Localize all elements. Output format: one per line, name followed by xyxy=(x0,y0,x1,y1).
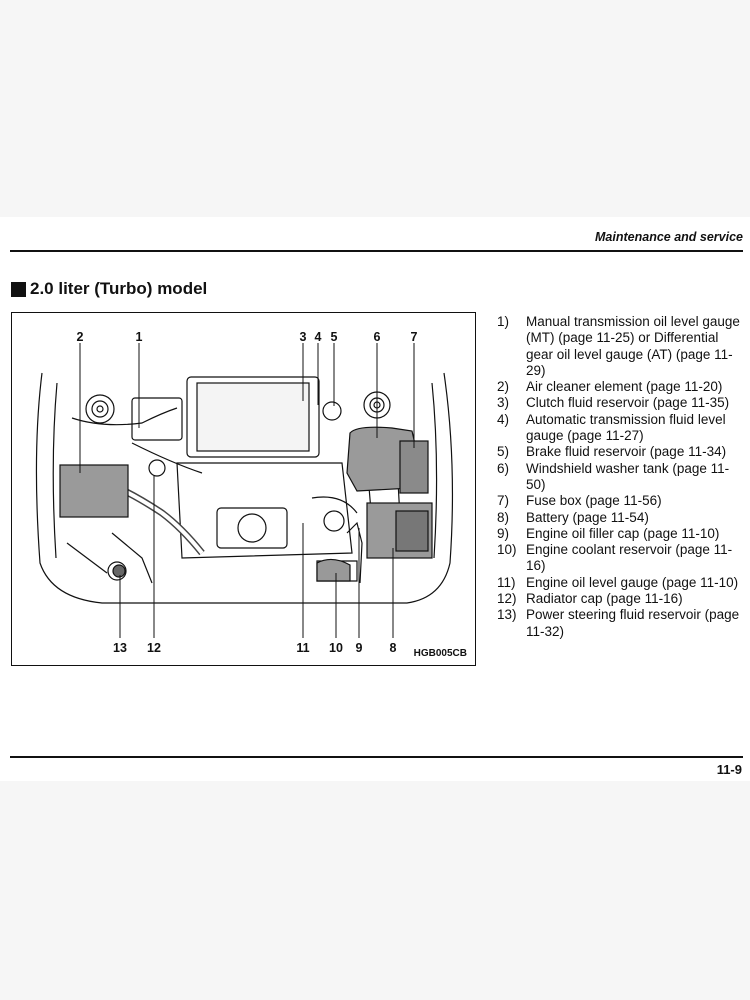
legend-item: 2) Air cleaner element (page 11-20) xyxy=(497,379,742,395)
callout-11: 11 xyxy=(296,641,310,655)
legend-number: 8) xyxy=(497,509,510,525)
parts-legend: 1) Manual transmission oil level gauge (M… xyxy=(497,314,742,640)
legend-text: Engine oil level gauge (page 11-10) xyxy=(526,574,739,590)
legend-text: Power steering fluid reservoir (page 11-… xyxy=(526,607,740,639)
callout-13: 13 xyxy=(113,641,127,655)
section-title-text: 2.0 liter (Turbo) model xyxy=(30,279,208,298)
footer-rule xyxy=(10,756,743,758)
callout-3: 3 xyxy=(299,330,307,344)
legend-item: 10) Engine coolant reservoir (page 11-16) xyxy=(497,542,742,575)
legend-number: 1) xyxy=(497,314,510,329)
callout-8: 8 xyxy=(389,641,397,655)
callout-5: 5 xyxy=(330,330,338,344)
legend-number: 3) xyxy=(497,395,510,411)
legend-number: 5) xyxy=(497,444,510,460)
legend-text: Engine oil filler cap (page 11-10) xyxy=(526,525,720,541)
legend-number: 13) xyxy=(497,607,517,623)
legend-item: 6) Windshield washer tank (page 11-50) xyxy=(497,461,742,494)
legend-text: Engine coolant reservoir (page 11-16) xyxy=(526,542,733,574)
figure-code: HGB005CB xyxy=(413,648,467,659)
legend-number: 2) xyxy=(497,379,510,395)
callout-2: 2 xyxy=(76,330,84,344)
callout-7: 7 xyxy=(410,330,418,344)
square-bullet-icon xyxy=(11,281,26,297)
legend-number: 10) xyxy=(497,542,517,558)
callout-1: 1 xyxy=(135,330,143,344)
legend-text: Clutch fluid reservoir (page 11-35) xyxy=(526,395,730,411)
legend-text: Air cleaner element (page 11-20) xyxy=(526,379,723,395)
header-rule xyxy=(10,250,743,252)
legend-text: Battery (page 11-54) xyxy=(526,509,649,525)
legend-text: Brake fluid reservoir (page 11-34) xyxy=(526,444,727,460)
legend-item: 1) Manual transmission oil level gauge (M… xyxy=(497,314,742,379)
legend-item: 11) Engine oil level gauge (page 11-10) xyxy=(497,575,742,591)
legend-number: 9) xyxy=(497,525,510,541)
legend-item: 8) Battery (page 11-54) xyxy=(497,510,742,526)
engine-diagram xyxy=(35,343,454,638)
legend-number: 12) xyxy=(497,591,517,607)
manual-page: Maintenance and service 2.0 liter (Turbo… xyxy=(0,217,750,781)
callout-10: 10 xyxy=(329,641,343,655)
callout-9: 9 xyxy=(355,641,363,655)
legend-text: Windshield washer tank (page 11-50) xyxy=(526,460,730,492)
legend-item: 5) Brake fluid reservoir (page 11-34) xyxy=(497,444,742,460)
engine-compartment-figure: 2 1 3 4 5 6 7 13 12 11 10 9 8 HGB005CB xyxy=(11,312,476,666)
legend-item: 3) Clutch fluid reservoir (page 11-35) xyxy=(497,395,742,411)
callout-4: 4 xyxy=(314,330,322,344)
page-number: 11-9 xyxy=(716,762,742,777)
legend-item: 7) Fuse box (page 11-56) xyxy=(497,493,742,509)
legend-text: Automatic transmission fluid level gauge… xyxy=(526,411,726,444)
legend-number: 4) xyxy=(497,411,510,427)
legend-item: 12) Radiator cap (page 11-16) xyxy=(497,591,742,607)
legend-item: 4) Automatic transmission fluid level gau… xyxy=(497,412,742,445)
running-head: Maintenance and service xyxy=(595,230,743,244)
callout-6: 6 xyxy=(373,330,381,344)
section-title: 2.0 liter (Turbo) model xyxy=(11,279,207,299)
legend-number: 11) xyxy=(497,574,516,590)
legend-item: 9) Engine oil filler cap (page 11-10) xyxy=(497,526,742,542)
legend-text: Radiator cap (page 11-16) xyxy=(526,591,683,607)
legend-number: 7) xyxy=(497,493,510,509)
legend-number: 6) xyxy=(497,460,510,476)
legend-text: Fuse box (page 11-56) xyxy=(526,493,662,509)
callout-12: 12 xyxy=(147,641,161,655)
legend-item: 13) Power steering fluid reservoir (page … xyxy=(497,607,742,640)
legend-text: Manual transmission oil level gauge (MT)… xyxy=(526,314,740,378)
